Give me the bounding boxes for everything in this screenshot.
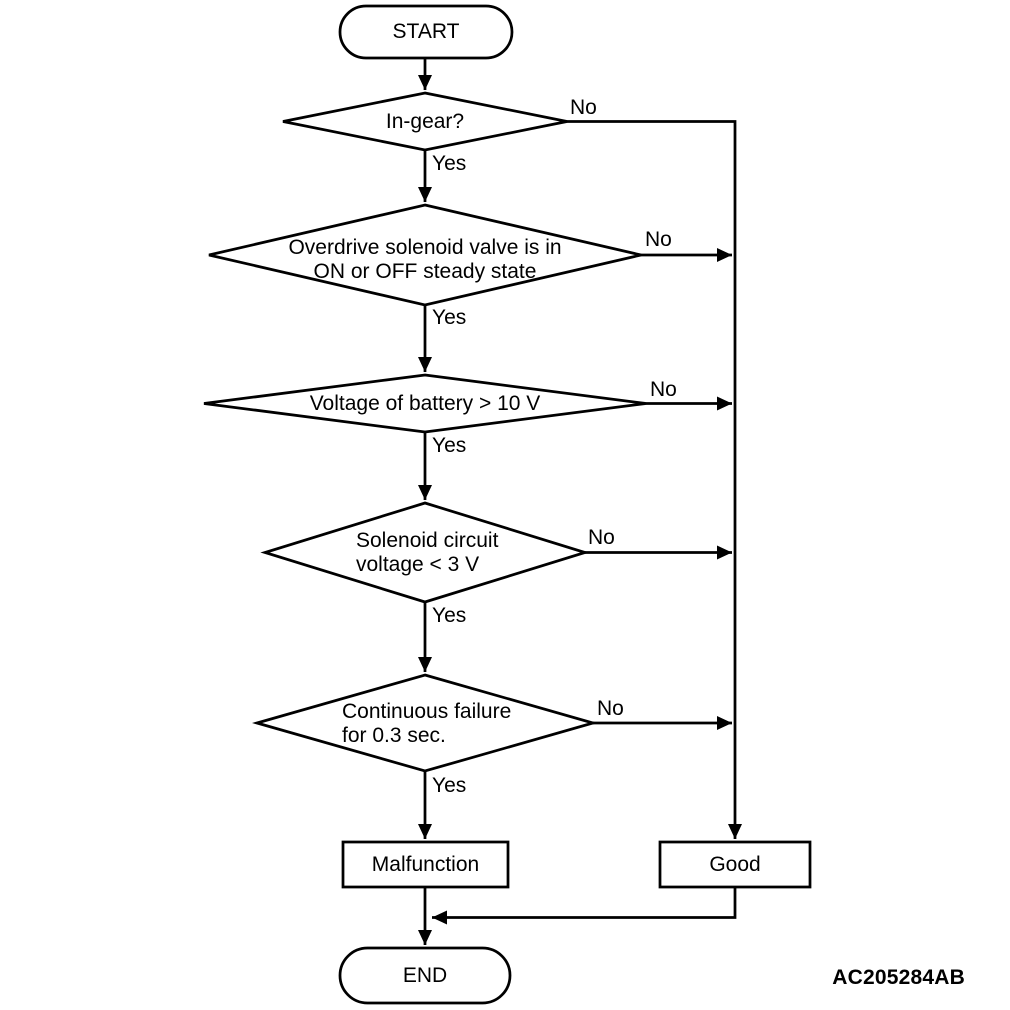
end-label: END [402,963,448,987]
decision-in-gear [282,91,568,152]
decision-overdrive-steady-state [208,203,642,307]
decision-continuous-failure [251,673,599,773]
decision-battery-voltage [203,373,647,434]
good-label: Good [709,852,761,876]
decision-in-gear-label: In-gear? [385,109,465,133]
decision-overdrive-label: Overdrive solenoid valve is in ON or OFF… [288,236,562,283]
no-label-1: No [570,96,597,119]
good-node [658,840,812,889]
yes-label-2: Yes [432,306,467,329]
no-label-3: No [650,378,677,401]
yes-label-1: Yes [432,152,467,175]
figure-code: AC205284AB [832,966,965,989]
yes-label-4: Yes [432,604,467,627]
malfunction-label: Malfunction [371,852,480,876]
no-label-5: No [597,697,624,720]
decision-solenoid-circuit-voltage [260,501,590,604]
start-node [338,4,514,60]
no-label-4: No [588,526,615,549]
start-label: START [392,20,460,43]
connector-no-rail [567,120,742,839]
end-node [338,946,512,1005]
decision-battery-voltage-label: Voltage of battery > 10 V [309,391,541,415]
no-label-2: No [645,228,672,251]
connector-good-to-end [432,887,737,925]
decision-solenoid-voltage-label: Solenoid circuit voltage < 3 V [356,529,499,576]
malfunction-node [341,840,510,889]
decision-continuous-failure-label: Continuous failure for 0.3 sec. [342,700,512,747]
yes-label-5: Yes [432,774,467,797]
yes-label-3: Yes [432,434,467,457]
